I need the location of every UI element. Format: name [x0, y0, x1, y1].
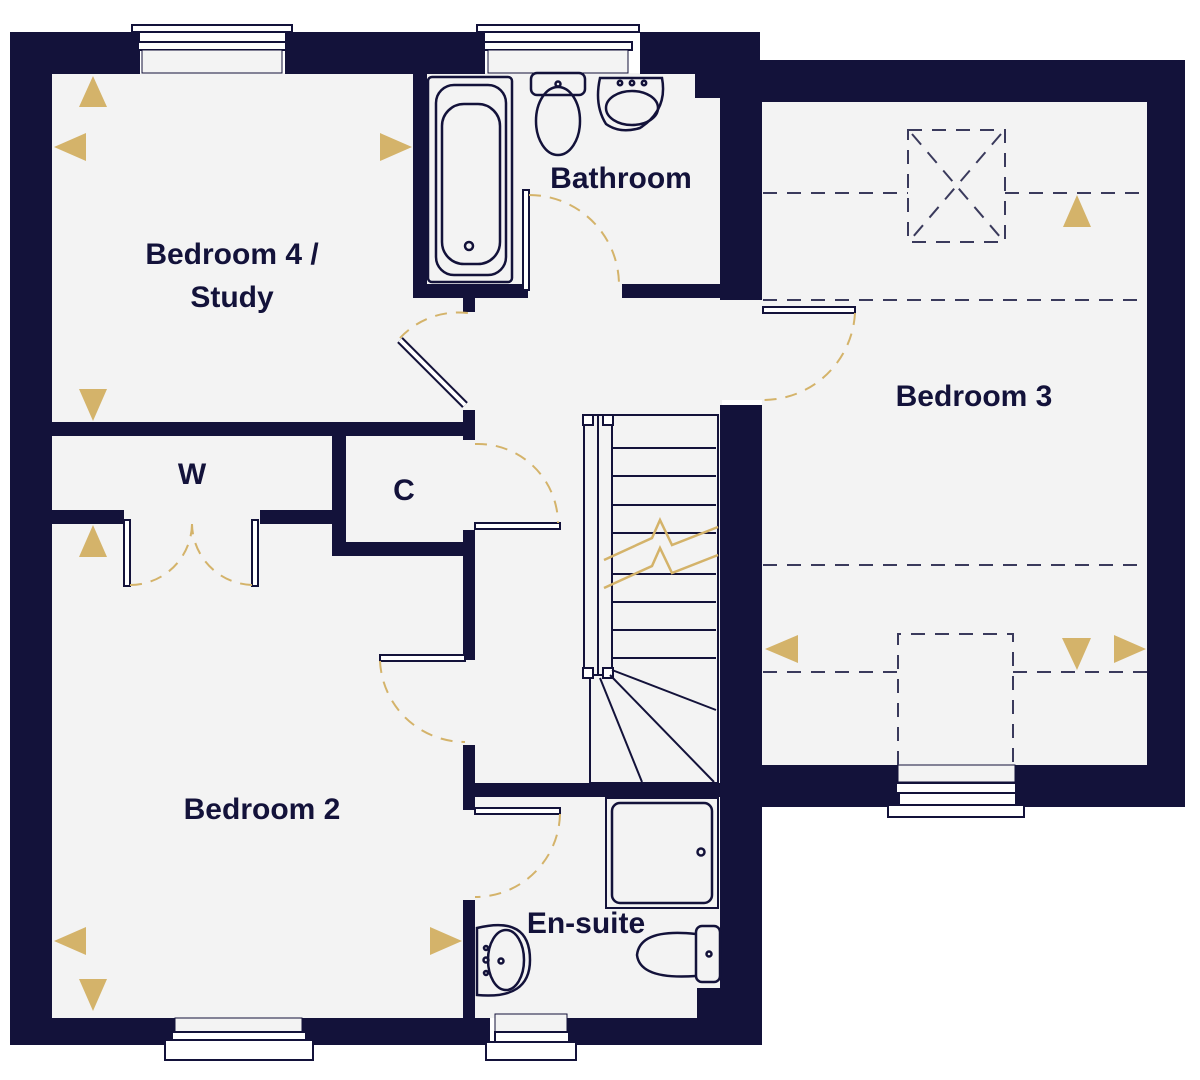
ceiling-lines — [763, 192, 1147, 673]
room-label-cupboard: C — [393, 474, 415, 507]
door-swing-icon — [474, 442, 559, 524]
basin-icon — [475, 923, 532, 997]
toilet-icon — [529, 71, 587, 157]
dimension-arrow-icon — [765, 635, 798, 663]
window-icon — [476, 24, 640, 74]
room-label-bathroom: Bathroom — [550, 162, 692, 195]
dimension-arrow-icon — [1063, 195, 1091, 227]
dimension-arrow-icon — [79, 979, 107, 1011]
dimension-arrow-icon — [1114, 635, 1146, 663]
room-label-bedroom2: Bedroom 2 — [184, 793, 341, 826]
room-label-study: Study — [190, 281, 274, 314]
dimension-arrows — [54, 76, 1146, 1011]
door-swing-icon — [399, 311, 469, 339]
dimension-arrow-icon — [79, 389, 107, 421]
dimension-arrow-icon — [79, 525, 107, 557]
basin-icon — [596, 76, 665, 132]
toilet-icon — [635, 924, 722, 984]
door-swing-icon — [474, 813, 561, 898]
stairs-icon — [582, 414, 719, 784]
shower-tray-icon — [605, 797, 719, 909]
door-icon — [522, 189, 530, 291]
dimension-arrow-icon — [380, 133, 412, 161]
dimension-arrow-icon — [1062, 638, 1091, 670]
room-label-wardrobe: W — [178, 458, 207, 491]
dimension-arrow-icon — [54, 927, 86, 955]
doors — [123, 189, 856, 898]
window-icon — [131, 24, 293, 74]
door-swing-icon — [528, 194, 620, 286]
window-icon — [164, 1017, 314, 1061]
windows — [131, 24, 1025, 1061]
room-label-bedroom3: Bedroom 3 — [896, 380, 1053, 413]
room-label-ensuite: En-suite — [527, 907, 645, 940]
window-icon — [887, 764, 1025, 818]
skylight-icon — [907, 129, 1006, 243]
room-label-bedroom4: Bedroom 4 / — [145, 238, 319, 271]
walls — [10, 32, 1185, 1045]
door-swing-icon — [379, 660, 466, 744]
bath-icon — [426, 75, 514, 284]
dimension-arrow-icon — [430, 927, 462, 955]
dimension-arrow-icon — [54, 133, 86, 161]
dimension-arrow-icon — [79, 76, 107, 107]
room-labels: Bedroom 4 / Study Bathroom Bedroom 3 W C… — [145, 162, 1052, 940]
door-swing-icon — [762, 312, 856, 402]
window-icon — [485, 1013, 577, 1061]
